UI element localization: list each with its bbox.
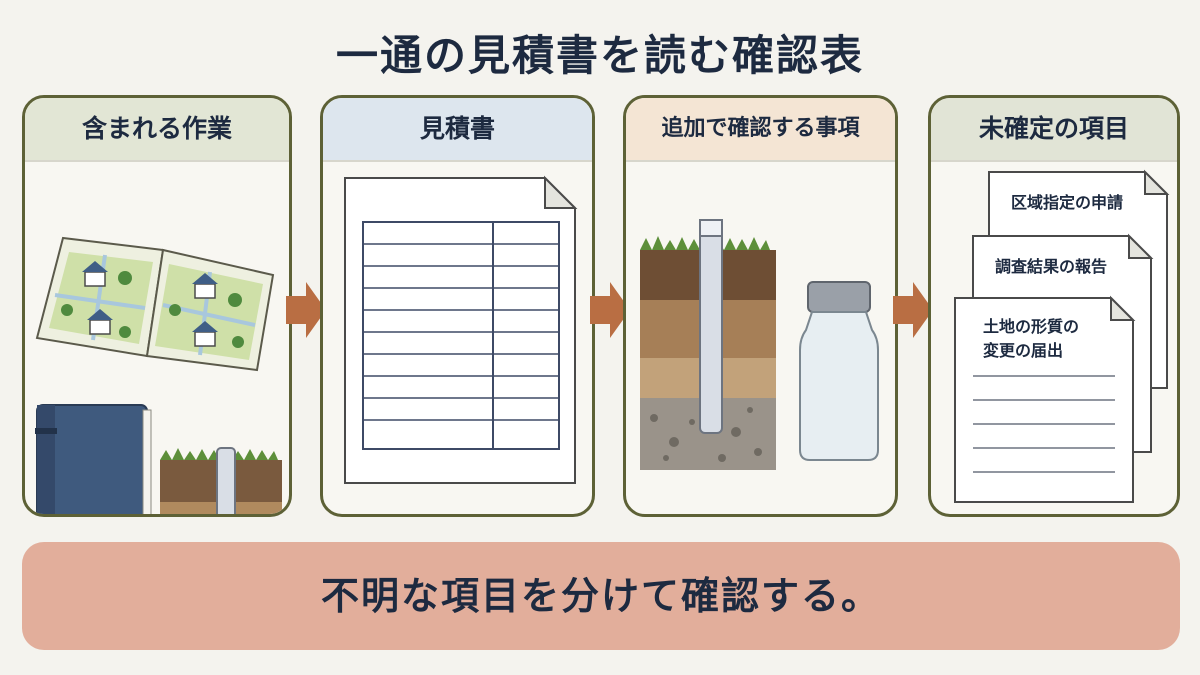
document-icon: 土地の形質の 変更の届出 xyxy=(954,295,1136,503)
estimate-document-icon xyxy=(344,175,578,484)
document-title: 区域指定の申請 xyxy=(1011,193,1123,212)
panel-title-included-work: 含まれる作業 xyxy=(25,98,289,162)
panel-undetermined-items: 未確定の項目 区域指定の申請 調査結果の報告 土地の形質の 変更の届出 xyxy=(928,95,1180,517)
document-title: 調査結果の報告 xyxy=(995,257,1107,276)
page-title: 一通の見積書を読む確認表 xyxy=(335,31,864,80)
map-book-icon xyxy=(35,236,275,372)
panel-title-undetermined-items: 未確定の項目 xyxy=(931,98,1177,162)
included-work-illustration xyxy=(35,236,282,514)
panel-included-work: 含まれる作業 xyxy=(22,95,292,517)
undetermined-items-illustration: 区域指定の申請 調査結果の報告 土地の形質の 変更の届出 xyxy=(954,169,1170,503)
soil-sample-icon xyxy=(160,447,282,514)
panel-title-additional-checks: 追加で確認する事項 xyxy=(626,98,895,162)
arrow-icon xyxy=(590,282,630,338)
binder-icon xyxy=(35,404,152,514)
soil-profile-icon xyxy=(640,219,776,470)
sample-bottle-icon xyxy=(799,281,879,461)
panel-additional-checks: 追加で確認する事項 xyxy=(623,95,898,517)
arrow-icon xyxy=(286,282,326,338)
document-title: 変更の届出 xyxy=(983,341,1063,360)
arrow-icon xyxy=(893,282,933,338)
panel-estimate: 見積書 xyxy=(320,95,595,517)
additional-checks-illustration xyxy=(640,219,879,470)
document-title: 土地の形質の xyxy=(983,317,1079,336)
summary-banner: 不明な項目を分けて確認する。 xyxy=(22,542,1180,650)
panel-title-estimate: 見積書 xyxy=(323,98,592,162)
estimate-document-illustration xyxy=(344,175,578,484)
